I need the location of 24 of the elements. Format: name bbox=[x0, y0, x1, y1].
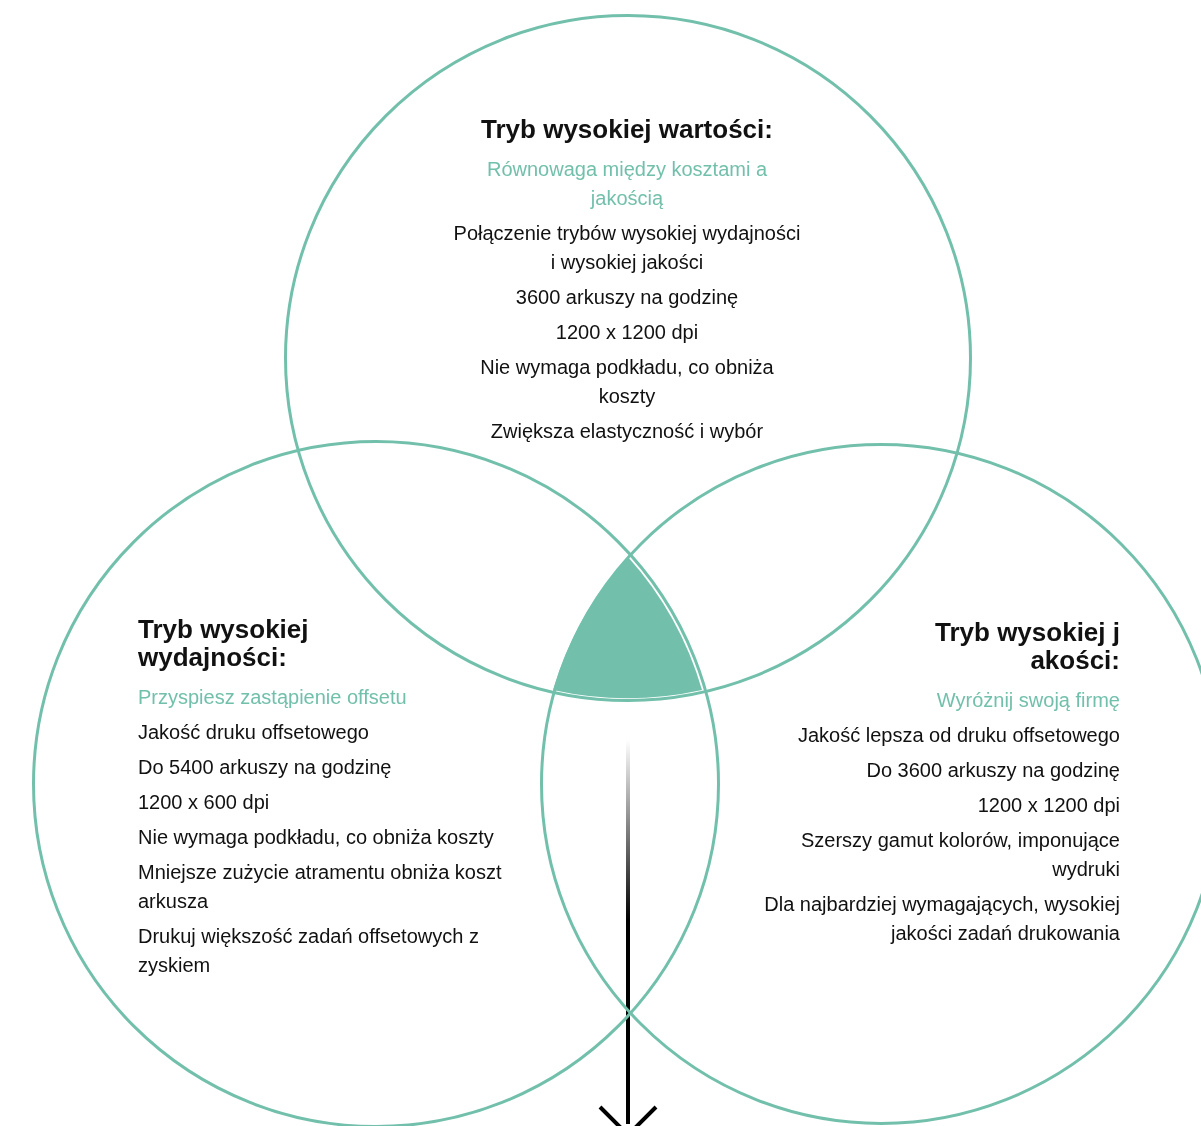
circle-subtitle: Przyspiesz zastąpienie offsetu bbox=[138, 685, 407, 710]
feature-text: 3600 arkuszy na godzinę bbox=[515, 285, 739, 310]
feature-text: Nie wymaga podkładu, co obniża koszty bbox=[479, 355, 775, 409]
circle-subtitle: Równowaga między kosztami a jakością bbox=[485, 157, 769, 211]
circle-heading: Tryb wysokiej wartości: bbox=[481, 115, 773, 143]
feature-text: Mniejsze zużycie atramentu obniża koszt arkusza bbox=[138, 860, 503, 914]
feature-text: Do 5400 arkuszy na godzinę bbox=[138, 755, 392, 780]
feature-text: 1200 x 1200 dpi bbox=[977, 793, 1120, 818]
feature-text: Jakość lepsza od druku offsetowego bbox=[797, 723, 1120, 748]
circle-heading: Tryb wysokiej j akości: bbox=[934, 618, 1120, 674]
feature-text: Szerszy gamut kolorów, imponujące wydruki bbox=[799, 828, 1120, 882]
feature-text: 1200 x 600 dpi bbox=[138, 790, 270, 815]
feature-text: Nie wymaga podkładu, co obniża koszty bbox=[138, 825, 494, 850]
feature-text: Jakość druku offsetowego bbox=[138, 720, 369, 745]
venn-circle bbox=[540, 443, 1201, 1125]
circle-heading: Tryb wysokiej wydajności: bbox=[138, 615, 310, 671]
feature-text: Dla najbardziej wymagających, wysokiej jakości zadań drukowania bbox=[763, 892, 1120, 946]
feature-text: Drukuj większość zadań offsetowych z zyskiem bbox=[138, 924, 480, 978]
circle-subtitle: Wyróżnij swoją firmę bbox=[936, 688, 1120, 713]
venn-circle bbox=[32, 440, 720, 1126]
feature-text: 1200 x 1200 dpi bbox=[555, 320, 699, 345]
feature-text: Do 3600 arkuszy na godzinę bbox=[866, 758, 1120, 783]
feature-text: Połączenie trybów wysokiej wydajności i wysokiej jakości bbox=[452, 221, 802, 275]
feature-text: Zwiększa elastyczność i wybór bbox=[490, 419, 764, 444]
